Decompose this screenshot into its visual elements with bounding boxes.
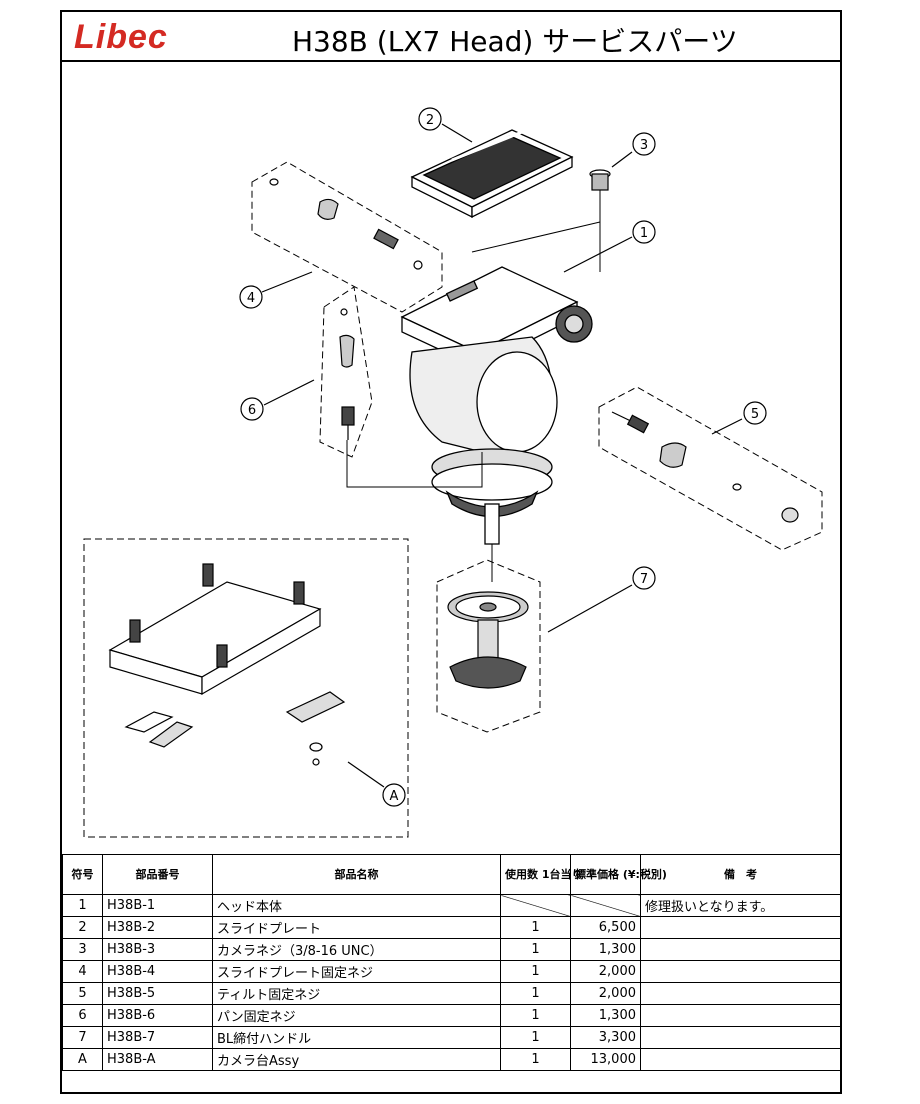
cell-part-name: ヘッド本体 [212,894,501,917]
slide-plate-lock-screw-drawing [269,178,423,270]
callout-7-label: 7 [640,572,648,587]
sheet-header: Libec H38B (LX7 Head) サービスパーツ [62,12,840,62]
cell-part-name: ティルト固定ネジ [212,982,501,1005]
cell-price: 2,000 [570,982,641,1005]
cell-part-number: H38B-A [102,1048,213,1071]
callout-7: 7 [632,566,656,590]
table-row: 2 H38B-2 スライドプレート 1 6,500 [62,916,841,939]
table-row: 1 H38B-1 ヘッド本体 修理扱いとなります。 [62,894,841,917]
callout-A-label: A [390,789,399,804]
cell-price [570,894,641,917]
cell-remarks [640,982,841,1005]
exploded-diagram: 2 3 1 4 6 5 7 [62,62,840,852]
cell-part-number: H38B-1 [102,894,213,917]
cell-symbol: 5 [62,982,103,1005]
callout-3: 3 [632,132,656,156]
slide-plate-drawing [410,126,574,219]
cell-symbol: 1 [62,894,103,917]
cell-part-name: スライドプレート [212,916,501,939]
cell-part-name: スライドプレート固定ネジ [212,960,501,983]
table-row: 3 H38B-3 カメラネジ（3/8-16 UNC） 1 1,300 [62,938,841,961]
callout-2-label: 2 [426,113,434,128]
cell-qty: 1 [500,1048,571,1071]
cell-part-number: H38B-6 [102,1004,213,1027]
cell-part-number: H38B-2 [102,916,213,939]
cell-symbol: A [62,1048,103,1071]
cell-remarks [640,960,841,983]
cell-part-number: H38B-4 [102,960,213,983]
table-row: A H38B-A カメラ台Assy 1 13,000 [62,1048,841,1071]
callout-3-label: 3 [640,138,648,153]
header-remarks: 備 考 [640,854,841,895]
callout-5-label: 5 [751,407,759,422]
cell-qty: 1 [500,938,571,961]
slide-plate-lock-screw-group [251,161,443,313]
header-part-number: 部品番号 [102,854,213,895]
cell-qty: 1 [500,1004,571,1027]
leader-lines [261,123,743,788]
cell-symbol: 3 [62,938,103,961]
service-parts-sheet: Libec H38B (LX7 Head) サービスパーツ [60,10,842,1094]
callout-1: 1 [632,220,656,244]
callout-4: 4 [239,285,263,309]
callout-A: A [382,783,406,807]
cell-remarks [640,916,841,939]
bl-handle-drawing [447,591,529,689]
cell-part-number: H38B-5 [102,982,213,1005]
cell-part-name: カメラネジ（3/8-16 UNC） [212,938,501,961]
cell-price: 1,300 [570,938,641,961]
table-row: 7 H38B-7 BL締付ハンドル 1 3,300 [62,1026,841,1049]
table-header-row: 符号 部品番号 部品名称 使用数 1台当り 標準価格 (¥:税別) 備 考 [62,854,841,895]
cell-symbol: 2 [62,916,103,939]
cell-symbol: 6 [62,1004,103,1027]
cell-price: 3,300 [570,1026,641,1049]
tilt-lock-screw-drawing [611,411,799,523]
header-qty: 使用数 1台当り [500,854,582,895]
libec-logo: Libec [74,18,168,56]
table-row: 5 H38B-5 ティルト固定ネジ 1 2,000 [62,982,841,1005]
cell-remarks [640,938,841,961]
cell-price: 2,000 [570,960,641,983]
cell-price: 6,500 [570,916,641,939]
cell-remarks: 修理扱いとなります。 [640,894,841,917]
cell-part-name: カメラ台Assy [212,1048,501,1071]
cell-qty: 1 [500,960,571,983]
pan-lock-screw-drawing [339,308,483,488]
cell-price: 1,300 [570,1004,641,1027]
page-title: H38B (LX7 Head) サービスパーツ [292,25,738,58]
cell-remarks [640,1026,841,1049]
header-part-name: 部品名称 [212,854,501,895]
cell-price: 13,000 [570,1048,641,1071]
header-symbol: 符号 [62,854,103,895]
cell-part-name: BL締付ハンドル [212,1026,501,1049]
callout-4-label: 4 [247,291,255,306]
camera-mount-assy-drawing [108,563,346,766]
cell-remarks [640,1004,841,1027]
cell-qty: 1 [500,1026,571,1049]
head-body-drawing [400,221,601,582]
bl-handle-group [436,559,541,733]
callout-1-label: 1 [640,226,648,241]
callout-6-label: 6 [248,403,256,418]
callout-2: 2 [418,107,442,131]
table-row: 4 H38B-4 スライドプレート固定ネジ 1 2,000 [62,960,841,983]
table-row: 6 H38B-6 パン固定ネジ 1 1,300 [62,1004,841,1027]
cell-qty [500,894,571,917]
header-price: 標準価格 (¥:税別) [570,854,667,895]
tilt-lock-screw-group [598,386,823,551]
camera-screw-drawing [589,169,611,272]
cell-qty: 1 [500,916,571,939]
callout-5: 5 [743,401,767,425]
cell-part-name: パン固定ネジ [212,1004,501,1027]
cell-qty: 1 [500,982,571,1005]
callout-6: 6 [240,397,264,421]
cell-symbol: 7 [62,1026,103,1049]
cell-part-number: H38B-3 [102,938,213,961]
parts-table: 符号 部品番号 部品名称 使用数 1台当り 標準価格 (¥:税別) 備 考 1 … [62,854,841,1071]
cell-symbol: 4 [62,960,103,983]
camera-mount-assy-group [83,538,409,838]
pan-lock-screw-group [319,286,373,458]
cell-part-number: H38B-7 [102,1026,213,1049]
cell-remarks [640,1048,841,1071]
